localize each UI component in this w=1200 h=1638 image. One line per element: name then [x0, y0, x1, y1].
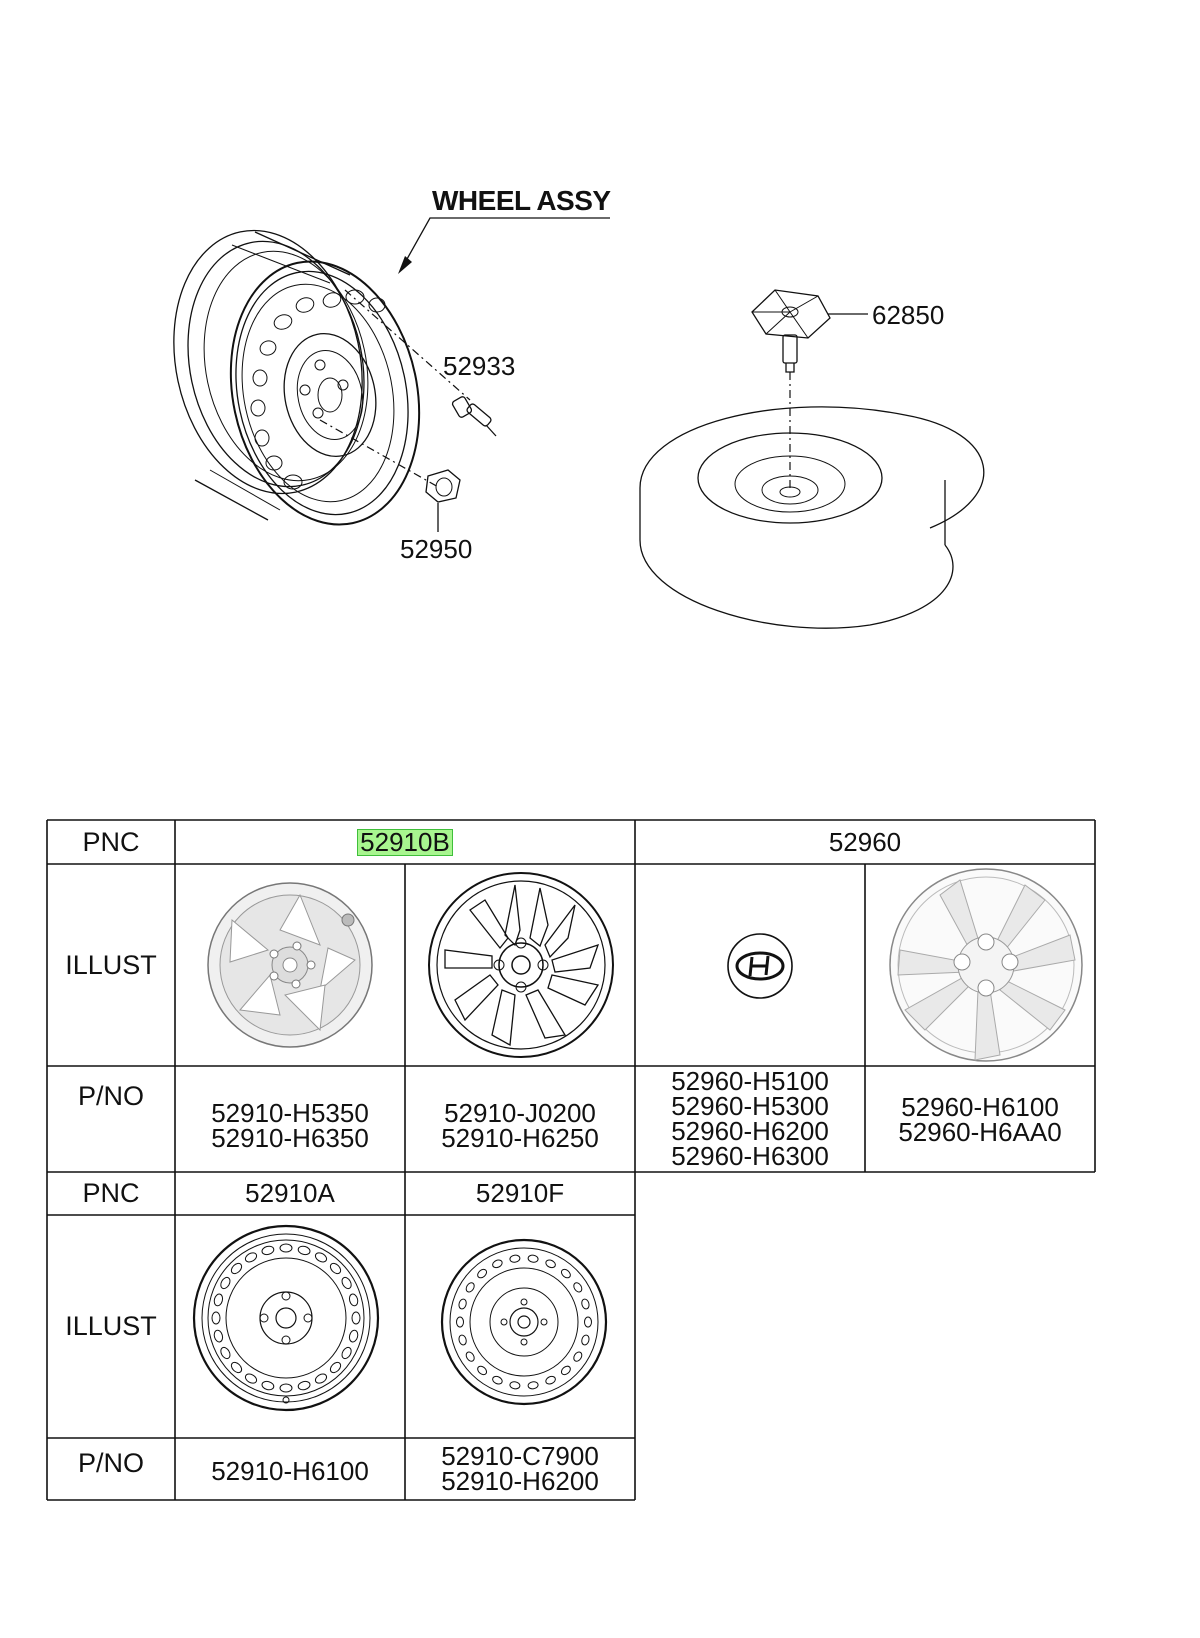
vent-hole — [230, 1361, 243, 1374]
vent-hole — [573, 1351, 583, 1362]
vent-hole — [211, 1311, 221, 1325]
vent-hole — [492, 1375, 503, 1385]
vent-hole — [348, 1293, 359, 1307]
pnc-52910b-highlight[interactable]: 52910B — [357, 828, 453, 856]
upper-illust-label: ILLUST — [65, 949, 157, 980]
part-number[interactable]: 52910-J0200 — [444, 1098, 596, 1128]
pno-cell-alloy-5-spoke[interactable]: 52910-H5350 52910-H6350 — [175, 1080, 405, 1172]
valve-stem-icon — [451, 396, 497, 437]
vent-hole — [560, 1365, 571, 1376]
pno-cell-steel-wheel[interactable]: 52910-H6100 — [175, 1446, 405, 1496]
vent-hole — [314, 1373, 328, 1384]
callout-nut-52950[interactable]: 52950 — [400, 534, 473, 564]
vent-hole — [341, 1276, 352, 1290]
pno-cell-hub-cap[interactable]: 52960-H5100 52960-H5300 52960-H6200 5296… — [635, 1066, 865, 1172]
pno-cell-steel-wheel-small[interactable]: 52910-C7900 52910-H6200 — [405, 1438, 635, 1500]
steel-wheel-icon — [192, 1224, 380, 1412]
upper-pnc-label: PNC — [82, 826, 140, 857]
lower-illust-label: ILLUST — [65, 1311, 157, 1341]
part-number[interactable]: 52910-H6100 — [211, 1455, 369, 1486]
vent-hole — [527, 1254, 539, 1263]
vent-hole — [279, 1243, 293, 1253]
hub-cap-logo-icon — [727, 933, 793, 999]
vent-hole — [465, 1351, 475, 1362]
pno-cell-wheel-cover[interactable]: 52960-H6100 52960-H6AA0 — [865, 1074, 1095, 1166]
alloy-wheel-5-spoke-icon — [207, 882, 373, 1048]
vent-hole — [584, 1316, 592, 1328]
part-number[interactable]: 52910-H5350 — [211, 1098, 369, 1128]
part-number[interactable]: 52960-H6100 — [901, 1092, 1059, 1122]
alloy-wheel-10-spoke-icon — [428, 872, 614, 1058]
vent-hole — [456, 1316, 464, 1328]
vent-hole — [581, 1334, 590, 1346]
pnc-group-52910b[interactable]: 52910B — [175, 820, 635, 864]
vent-hole — [509, 1254, 521, 1263]
part-number[interactable]: 52960-H6300 — [671, 1141, 829, 1171]
callout-holder-62850[interactable]: 62850 — [872, 300, 945, 330]
vent-hole — [220, 1346, 231, 1360]
vent-hole — [230, 1262, 243, 1275]
vent-hole — [458, 1334, 467, 1346]
vent-hole — [261, 1245, 275, 1256]
vent-hole — [492, 1259, 503, 1269]
lower-pnc-label: PNC — [82, 1178, 140, 1208]
part-number[interactable]: 52960-H6200 — [671, 1116, 829, 1146]
vent-hole — [477, 1268, 488, 1279]
spare-tire-illustration — [639, 289, 985, 629]
vent-hole — [329, 1262, 342, 1275]
vent-hole — [244, 1252, 258, 1263]
vent-hole — [573, 1282, 583, 1293]
part-number[interactable]: 52910-C7900 — [441, 1441, 599, 1471]
vent-hole — [261, 1380, 275, 1391]
spare-tire-holder-icon — [751, 289, 831, 373]
vent-hole — [213, 1329, 224, 1343]
part-number[interactable]: 52960-H6AA0 — [898, 1117, 1062, 1147]
vent-hole — [465, 1282, 475, 1293]
part-number[interactable]: 52910-H6350 — [211, 1123, 369, 1153]
vent-hole — [351, 1311, 361, 1325]
vent-hole — [477, 1365, 488, 1376]
vent-hole — [297, 1245, 311, 1256]
pnc-group-52960[interactable]: 52960 — [828, 826, 902, 857]
pnc-52910a[interactable]: 52910A — [245, 1178, 335, 1208]
callout-valve-52933[interactable]: 52933 — [443, 351, 516, 381]
vent-hole — [244, 1373, 258, 1384]
vent-hole — [458, 1298, 467, 1310]
wheel-assy-title: WHEEL ASSY — [432, 185, 611, 216]
vent-hole — [581, 1298, 590, 1310]
vent-hole — [545, 1375, 556, 1385]
steel-wheel-small-icon — [440, 1238, 608, 1406]
parts-table-grid — [46, 819, 1096, 1501]
vent-hole — [560, 1268, 571, 1279]
vent-hole — [341, 1346, 352, 1360]
vent-hole — [279, 1383, 293, 1393]
vent-hole — [213, 1293, 224, 1307]
vent-hole — [329, 1361, 342, 1374]
pno-cell-alloy-10-spoke[interactable]: 52910-J0200 52910-H6250 — [405, 1080, 635, 1172]
vent-hole — [509, 1381, 521, 1390]
part-number[interactable]: 52910-H6200 — [441, 1466, 599, 1496]
lower-pno-label: P/NO — [77, 1447, 144, 1478]
pnc-52910f[interactable]: 52910F — [475, 1178, 565, 1208]
part-number[interactable]: 52910-H6250 — [441, 1123, 599, 1153]
vent-hole — [220, 1276, 231, 1290]
steel-wheel-assembly-illustration — [173, 217, 610, 532]
part-number[interactable]: 52960-H5100 — [671, 1066, 829, 1096]
wheel-cover-icon — [889, 868, 1083, 1062]
wheel-nut-icon — [425, 469, 461, 503]
upper-pno-label: P/NO — [77, 1080, 144, 1111]
vent-hole — [545, 1259, 556, 1269]
vent-hole — [527, 1381, 539, 1390]
part-number[interactable]: 52960-H5300 — [671, 1091, 829, 1121]
vent-hole — [297, 1380, 311, 1391]
vent-hole — [314, 1252, 328, 1263]
vent-hole — [348, 1329, 359, 1343]
